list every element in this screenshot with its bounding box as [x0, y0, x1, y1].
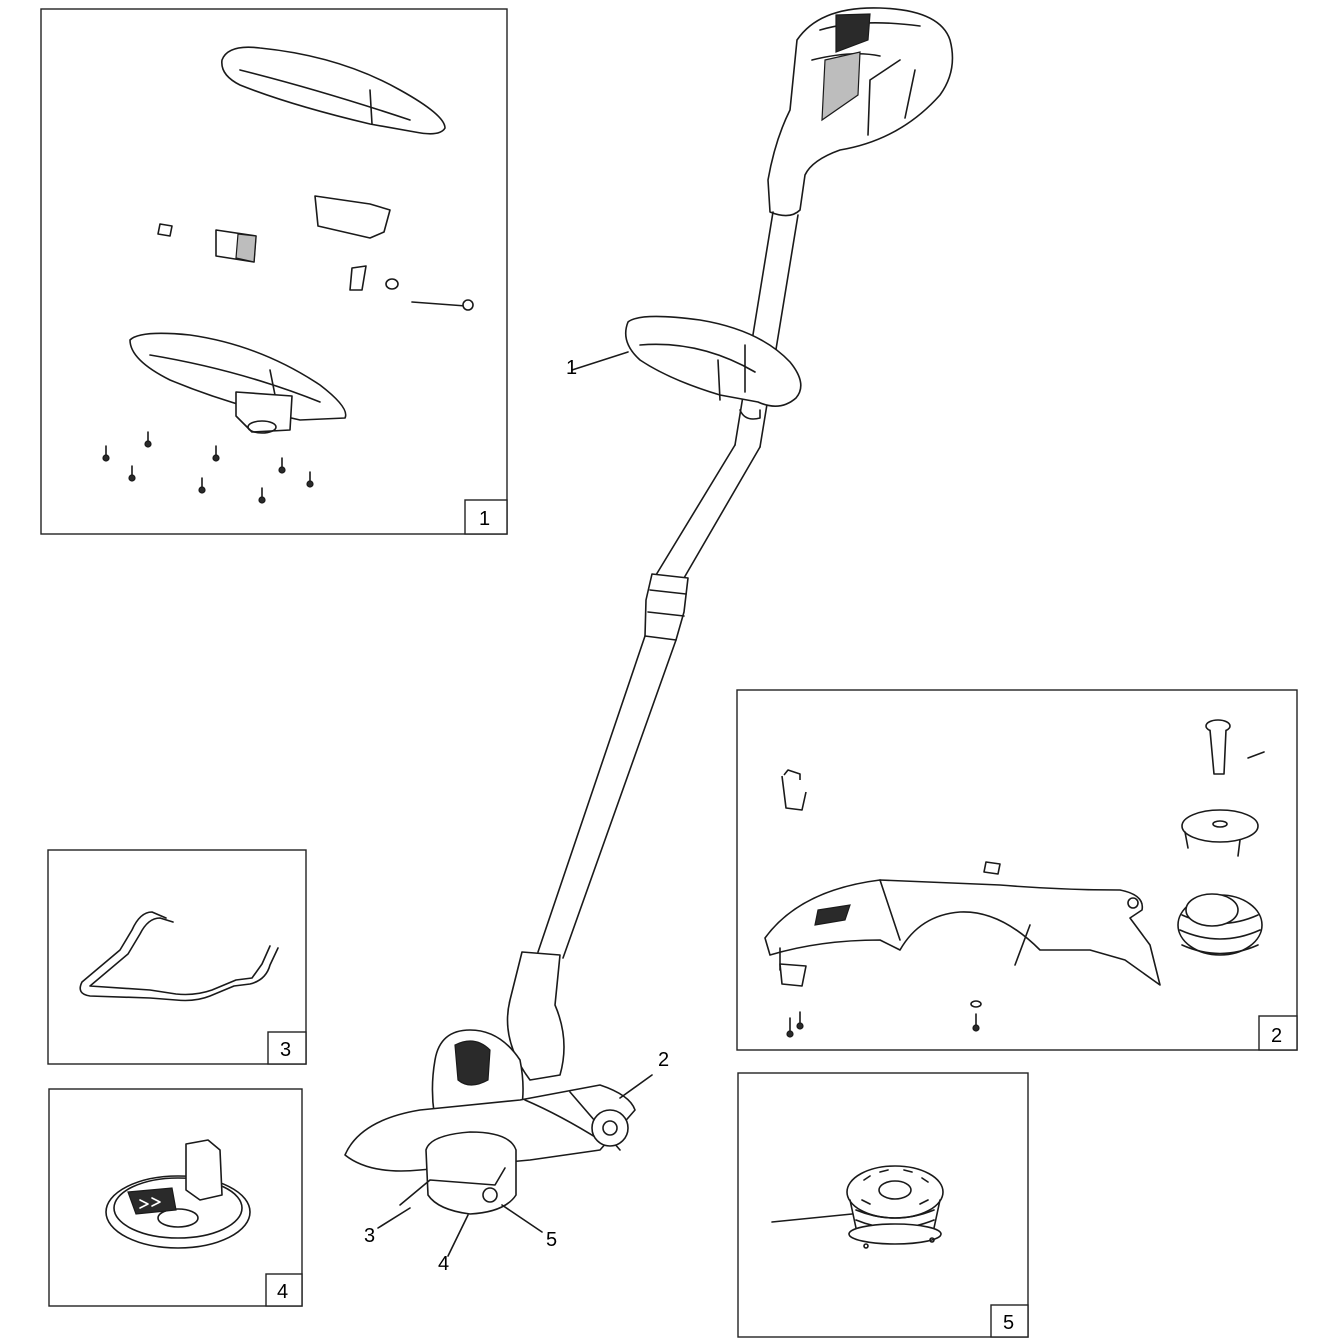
pin-and-clip: [1205, 719, 1265, 775]
string-trimmer-icon: [344, 7, 954, 1257]
edge-guide-icon: [79, 911, 279, 1002]
callout-3: 3: [364, 1225, 375, 1247]
spool-cap-icon: [105, 1139, 251, 1249]
panel-5: [737, 1072, 1029, 1338]
panel-3-number: 3: [280, 1039, 291, 1061]
auxiliary-handle-icon: [129, 46, 474, 434]
panel-1-number: 1: [479, 508, 490, 530]
callout-5: 5: [546, 1229, 557, 1251]
panel-2-number: 2: [1271, 1025, 1282, 1047]
washer-cap: [1181, 809, 1259, 857]
spool-icon: [1177, 893, 1263, 956]
screws-group: [786, 1000, 982, 1038]
spool-icon: [771, 1165, 944, 1249]
guard-icon: [764, 769, 1161, 987]
screws-group: [102, 431, 314, 504]
panel-5-number: 5: [1003, 1312, 1014, 1334]
panel-1: [40, 8, 508, 535]
panel-3: [47, 849, 307, 1065]
panel-4-number: 4: [277, 1281, 288, 1303]
panel-4: [48, 1088, 303, 1307]
callout-1: 1: [566, 357, 577, 379]
callout-4: 4: [438, 1253, 449, 1275]
callout-2: 2: [658, 1049, 669, 1071]
panel-2: [736, 689, 1298, 1051]
